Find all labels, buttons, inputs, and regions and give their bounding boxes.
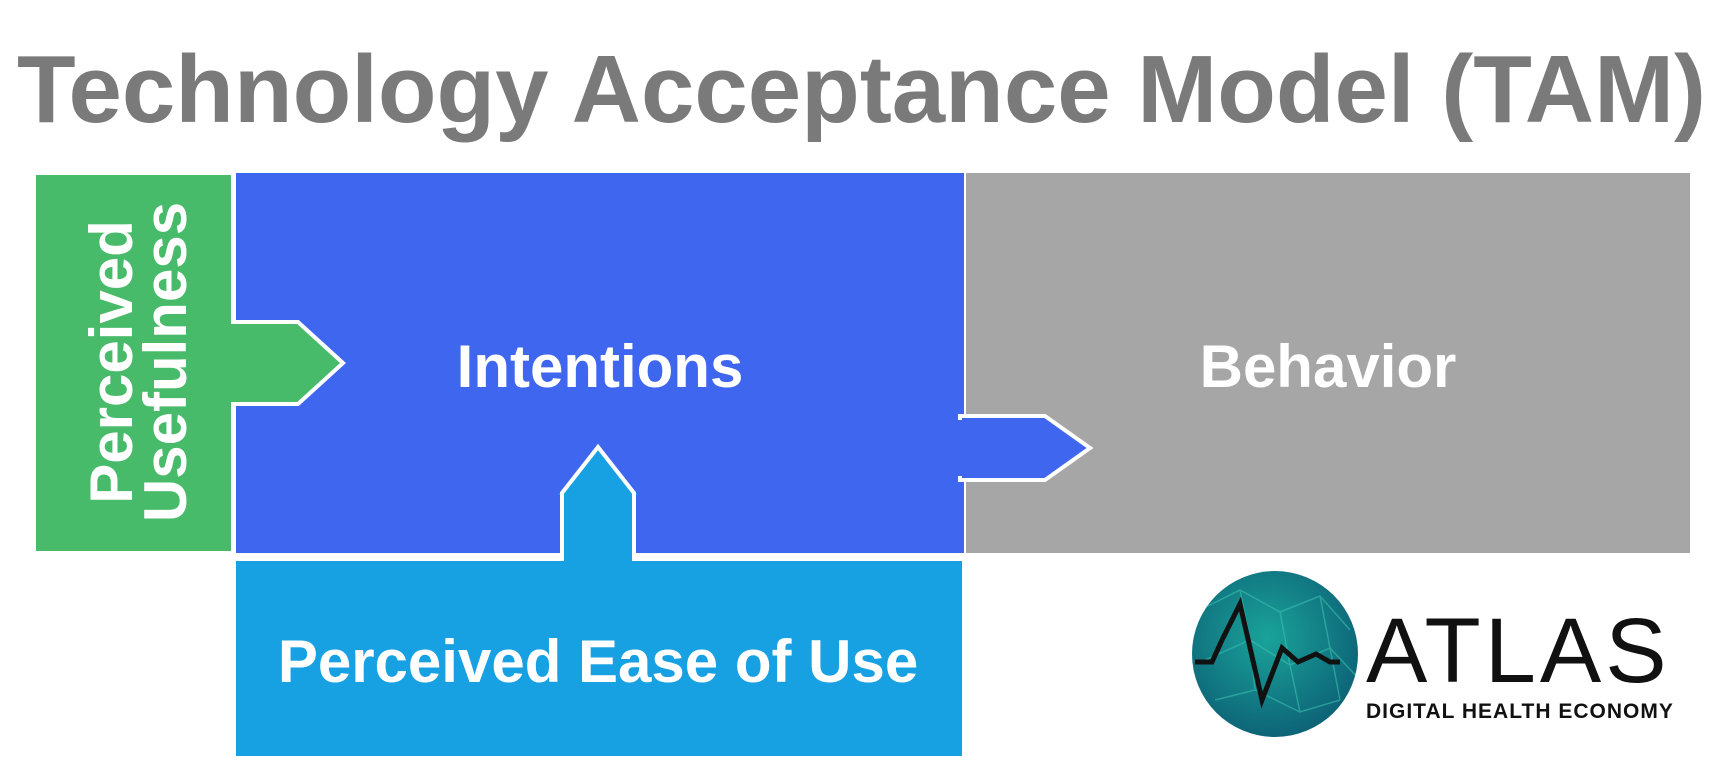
atlas-logo: ATLAS DIGITAL HEALTH ECONOMY bbox=[1192, 571, 1674, 737]
heartbeat-icon bbox=[1195, 596, 1340, 709]
behavior-label: Behavior bbox=[1200, 333, 1457, 400]
perceived-ease-of-use-box bbox=[236, 446, 962, 756]
intentions-arrow-joint bbox=[957, 420, 967, 476]
ease-of-use-arrow-stem bbox=[564, 540, 632, 564]
behavior-box bbox=[966, 173, 1690, 553]
diagram-title: Technology Acceptance Model (TAM) bbox=[17, 36, 1706, 143]
perceived-usefulness-box bbox=[32, 171, 346, 555]
perceived-ease-of-use-label: Perceived Ease of Use bbox=[278, 628, 918, 695]
perceived-usefulness-label-line1: Perceived bbox=[78, 220, 145, 504]
perceived-usefulness-label-line2: Usefulness bbox=[132, 202, 199, 522]
intentions-label: Intentions bbox=[457, 333, 744, 400]
atlas-tagline: DIGITAL HEALTH ECONOMY bbox=[1366, 700, 1674, 723]
atlas-wordmark: ATLAS bbox=[1366, 600, 1671, 702]
